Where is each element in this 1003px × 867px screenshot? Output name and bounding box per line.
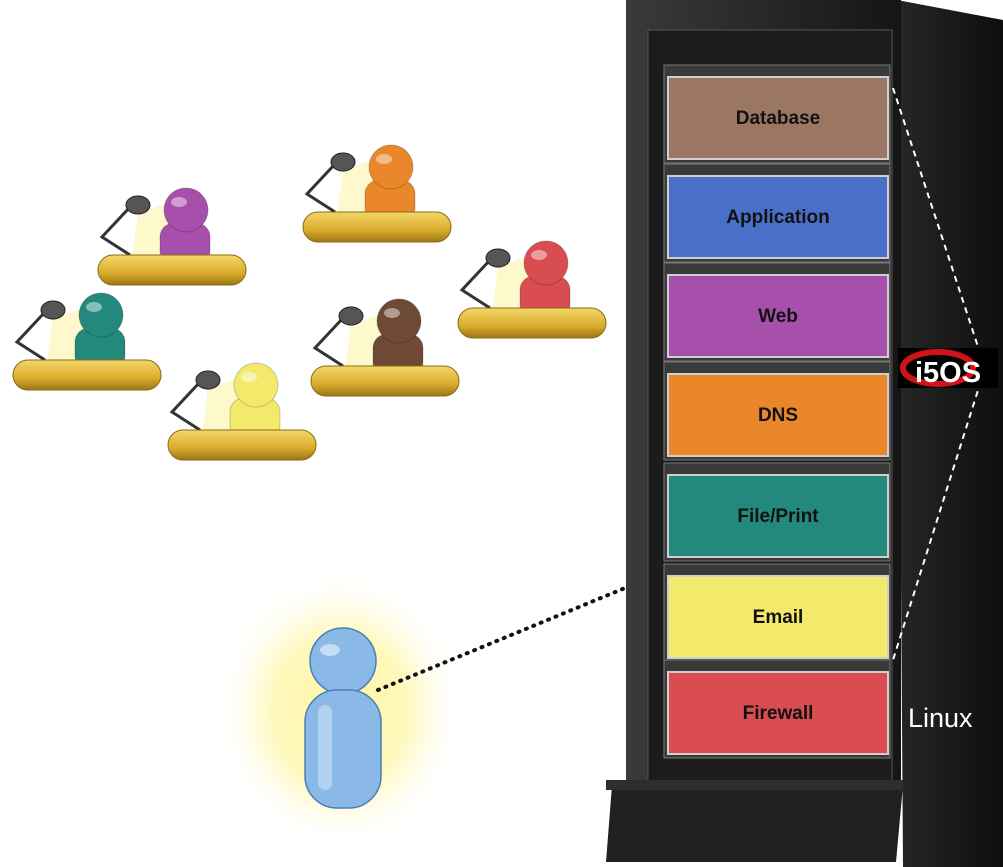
linux-label: Linux	[908, 703, 973, 733]
tier-file-print: File/Print	[663, 462, 891, 562]
person-head-icon	[376, 298, 422, 344]
tier-database: Database	[663, 64, 891, 164]
workstation	[97, 187, 247, 286]
desk	[97, 254, 247, 286]
desk	[457, 307, 607, 339]
workstation	[310, 298, 460, 397]
workstation	[167, 362, 317, 461]
lamp-icon	[304, 162, 337, 214]
lamp-icon	[169, 380, 202, 432]
person-head-icon	[523, 240, 569, 286]
desk	[167, 429, 317, 461]
partition-bracket-lines	[892, 87, 987, 661]
tier-panel	[667, 373, 889, 457]
workstation-group	[12, 144, 607, 461]
tier-label: Application	[726, 207, 829, 228]
rack-base	[606, 785, 903, 862]
tier-panel	[667, 575, 889, 659]
tier-firewall: Firewall	[663, 659, 891, 759]
tier-panel	[667, 274, 889, 358]
i5os-logo-text: i5OS	[915, 357, 981, 389]
tier-label: File/Print	[737, 506, 819, 527]
tier-panel	[667, 76, 889, 160]
person-head-icon	[78, 292, 124, 338]
lamp-icon	[14, 310, 47, 362]
lamp-icon	[99, 205, 132, 257]
desk	[12, 359, 162, 391]
lamp-icon	[312, 316, 345, 368]
user-head-icon	[309, 627, 377, 695]
remote-user	[215, 570, 465, 850]
tier-application: Application	[663, 163, 891, 263]
tier-panel	[667, 671, 889, 755]
i5os-logo: i5OS	[898, 348, 998, 389]
tier-label: Database	[736, 108, 821, 129]
person-head-icon	[163, 187, 209, 233]
tier-label: Email	[753, 607, 804, 628]
tier-dns: DNS	[663, 361, 891, 461]
tier-label: Web	[758, 306, 798, 327]
tier-label: DNS	[758, 405, 798, 426]
tier-panel	[667, 175, 889, 259]
tier-web: Web	[663, 262, 891, 362]
workstation	[457, 240, 607, 339]
rack-side	[897, 0, 1003, 867]
tier-email: Email	[663, 563, 891, 663]
workstation	[12, 292, 162, 391]
user-body-icon	[304, 689, 382, 809]
desk	[310, 365, 460, 397]
tier-label: Firewall	[743, 703, 814, 724]
person-head-icon	[368, 144, 414, 190]
connection-dotted-line	[376, 586, 627, 692]
person-head-icon	[233, 362, 279, 408]
lamp-icon	[459, 258, 492, 310]
workstation	[302, 144, 452, 243]
desk	[302, 211, 452, 243]
tier-panel	[667, 474, 889, 558]
